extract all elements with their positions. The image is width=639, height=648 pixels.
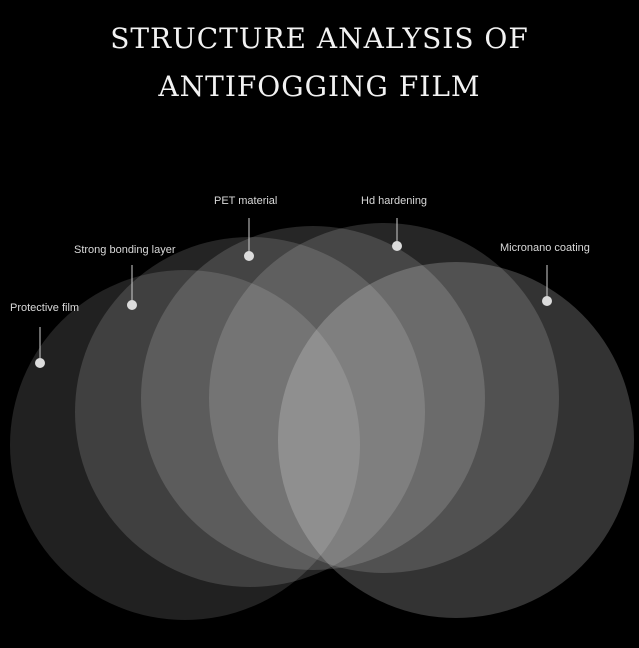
- diagram-title-line-2: ANTIFOGGING FILM: [158, 70, 481, 103]
- label-hd-hardening: Hd hardening: [361, 195, 428, 207]
- marker-dot-protective-film: [35, 358, 45, 368]
- layer-circle-hd-hardening: [209, 223, 559, 573]
- marker-dot-pet-material: [244, 251, 254, 261]
- diagram-title-line-1: STRUCTURE ANALYSIS OF: [110, 22, 529, 55]
- layer-circle-pet-material: [141, 226, 485, 570]
- label-strong-bonding-layer: Strong bonding layer: [74, 244, 176, 256]
- marker-dot-strong-bonding-layer: [127, 300, 137, 310]
- layer-circle-micronano-coating: [278, 262, 634, 618]
- label-micronano-coating: Micronano coating: [500, 242, 590, 254]
- label-protective-film: Protective film: [10, 302, 80, 314]
- layer-circle-strong-bonding-layer: [75, 237, 425, 587]
- marker-dot-micronano-coating: [542, 296, 552, 306]
- label-pet-material: PET material: [214, 195, 278, 207]
- layer-circle-protective-film: [10, 270, 360, 620]
- marker-dot-hd-hardening: [392, 241, 402, 251]
